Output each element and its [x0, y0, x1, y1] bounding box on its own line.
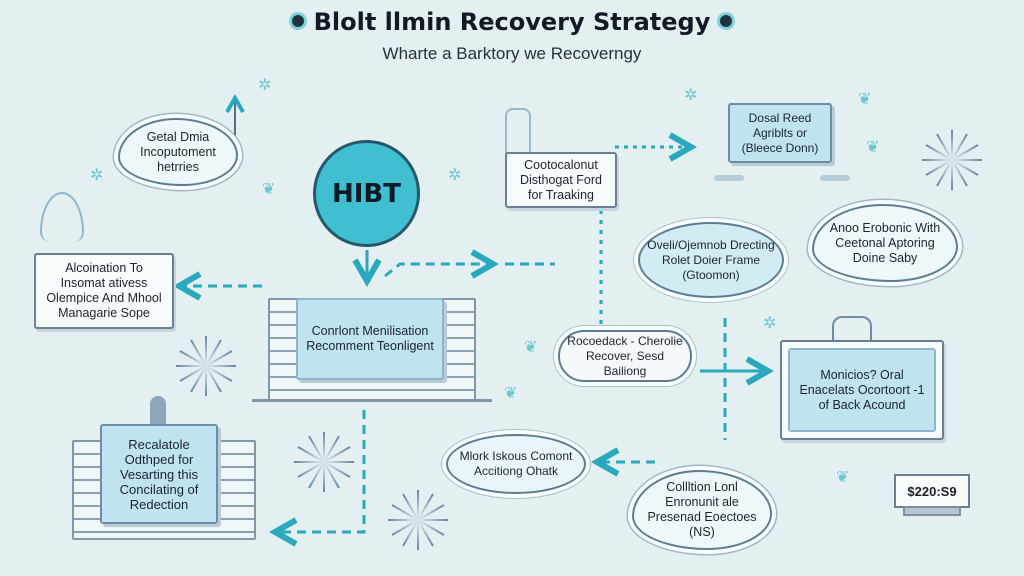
middle-ellipse-node[interactable]: Oveli/Ojemnob Drecting Rolet Doier Frame…: [638, 222, 784, 298]
sparkle-icon: ✲: [684, 87, 698, 104]
right-panel-frame: Monicios? Oral Enacelats Ocortoort -1 of…: [780, 340, 944, 440]
sparkle-icon: ✲: [448, 167, 462, 184]
title-bullet-right-icon: [720, 15, 733, 27]
burst-icon: [294, 432, 354, 492]
sparkle-icon: ✲: [763, 315, 777, 332]
top-middle-sign-node[interactable]: Cootocalonut Disthogat Ford for Traaking: [505, 152, 617, 208]
crown-icon: [832, 316, 872, 340]
leaf-icon: ❦: [836, 469, 850, 486]
hibt-node[interactable]: HIBT: [313, 140, 420, 247]
burst-icon: [388, 490, 448, 550]
title-bullet-left-icon: [291, 15, 304, 27]
price-display-stand: [903, 506, 961, 516]
bottom-left-panel-node[interactable]: Recalatole Odthped for Vesarting this Co…: [100, 424, 218, 524]
leaf-icon: ❦: [262, 181, 276, 198]
arrow-to-bottom-left: [278, 410, 366, 532]
feedback-pill-node[interactable]: Rocoedack - Cherolie Recover, Sesd Baili…: [558, 330, 692, 382]
bottom-cloud-node[interactable]: Collltion Lonl Enronunit ale Presenad Eo…: [632, 470, 772, 550]
left-sign-node[interactable]: Alcoination To Insomat ativess Olempice …: [34, 253, 174, 329]
leaf-icon: ❦: [866, 139, 880, 156]
burst-icon: [176, 336, 236, 396]
sparkle-icon: ✲: [90, 167, 104, 184]
top-right-panel-node[interactable]: Dosal Reed Agriblts or (Bleece Donn): [728, 103, 832, 163]
center-panel-node[interactable]: Conrlont Menilisation Recomment Teonlige…: [296, 298, 444, 380]
sparkle-icon: ✲: [258, 77, 272, 94]
center-stack-base: [252, 399, 492, 402]
arrow-hibt-right: [384, 264, 490, 276]
price-display: $220:S9: [894, 474, 970, 508]
diagram-subtitle: Wharte a Barktory we Recoverngy: [382, 44, 642, 63]
burst-icon: [922, 130, 982, 190]
leaf-icon: ❦: [504, 385, 518, 402]
leaf-icon: ❦: [524, 339, 538, 356]
title-text: Blolt llmin Recovery Strategy: [313, 8, 711, 36]
tower-icon: [150, 396, 166, 424]
diagram-title: Blolt llmin Recovery Strategy: [0, 8, 1024, 36]
bottom-ellipse-node[interactable]: Mlork Iskous Comont Accitiong Ohatk: [446, 434, 586, 494]
cloud-node-top-left[interactable]: Getal Dmia Incoputoment hetrries: [118, 118, 238, 186]
panel-foot-right: [820, 175, 850, 181]
panel-foot-left: [714, 175, 744, 181]
right-cloud-node[interactable]: Anoo Erobonic With Ceetonal Aptoring Doi…: [812, 204, 958, 282]
right-panel-node[interactable]: Monicios? Oral Enacelats Ocortoort -1 of…: [788, 348, 936, 432]
leaf-icon: ❦: [858, 91, 872, 108]
